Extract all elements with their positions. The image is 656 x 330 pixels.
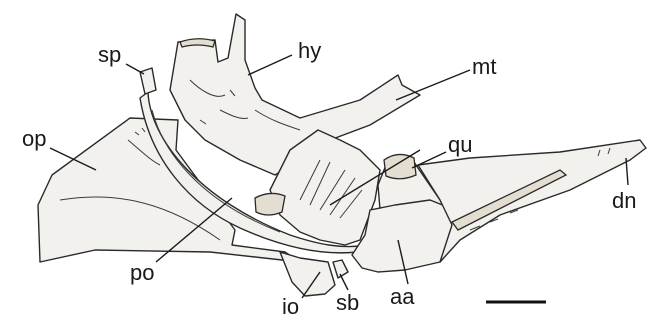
label-qu: qu	[448, 134, 472, 156]
leader-sp	[126, 64, 144, 74]
leader-mt	[396, 70, 470, 100]
label-op: op	[22, 128, 46, 150]
label-io: io	[282, 296, 299, 318]
label-po: po	[130, 262, 154, 284]
leader-dn	[626, 158, 628, 185]
label-sb: sb	[336, 292, 359, 314]
label-mt: mt	[472, 56, 496, 78]
leader-sb	[340, 274, 348, 290]
label-sp: sp	[98, 44, 121, 66]
label-aa: aa	[390, 286, 414, 308]
label-dn: dn	[612, 190, 636, 212]
leader-hy	[248, 55, 292, 75]
quadrate-cartilage	[384, 154, 416, 178]
label-hy: hy	[298, 40, 321, 62]
metapterygoid-cartilage	[255, 193, 285, 215]
symplectic-bone	[140, 68, 156, 94]
